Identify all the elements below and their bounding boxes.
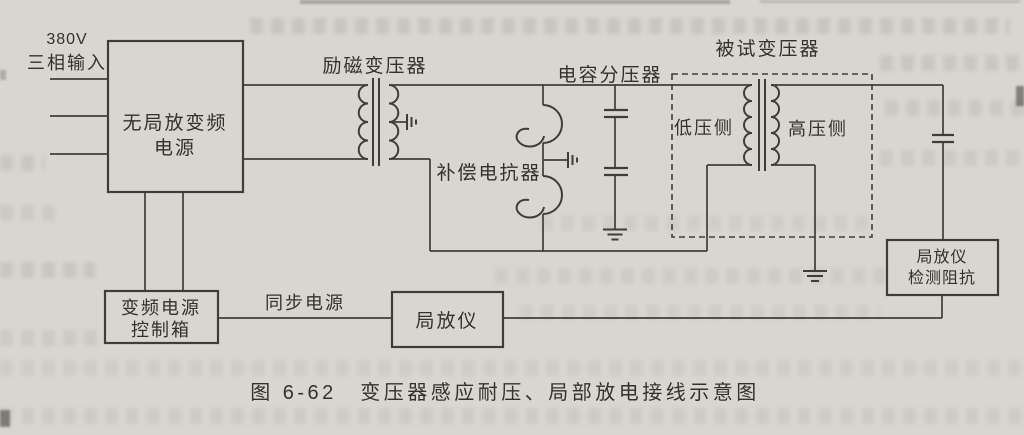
impedance-to-detector-wires [503, 295, 943, 319]
test-transformer-symbol [706, 79, 827, 282]
hv-side-label: 高压侧 [788, 119, 848, 139]
input-voltage-label: 380V [46, 31, 87, 48]
compensation-reactor-symbol [515, 85, 578, 251]
vf-power-box-label-line2: 电源 [154, 137, 196, 159]
test-transformer-label: 被试变压器 [715, 38, 820, 60]
ground-icon [567, 152, 578, 168]
capacitor-divider-label: 电容分压器 [557, 64, 662, 86]
ground-icon [803, 270, 827, 282]
return-bus-wires [389, 158, 707, 252]
lv-side-label: 低压侧 [674, 118, 734, 138]
detection-impedance-label-line1: 局放仪 [916, 248, 967, 266]
detection-impedance-label-line2: 检测阻抗 [908, 269, 976, 287]
hv-winding [770, 84, 780, 166]
lv-winding [743, 84, 753, 166]
vf-power-box [106, 39, 245, 194]
capacitor-divider-symbol [603, 85, 628, 241]
sync-power-label: 同步电源 [265, 293, 345, 313]
coupling-capacitor-branch [771, 84, 954, 240]
ground-icon [406, 114, 417, 130]
test-transformer-boundary [671, 73, 873, 238]
figure-caption: 图 6-62 变压器感应耐压、局部放电接线示意图 [250, 381, 760, 404]
vf-control-box [103, 289, 220, 345]
pd-detector-box-label: 局放仪 [415, 310, 478, 332]
excitation-transformer-label: 励磁变压器 [322, 55, 427, 77]
vf-control-box-label-line2: 控制箱 [131, 320, 191, 340]
input-phase-label: 三相输入 [27, 53, 107, 73]
vf-control-box-label-line1: 变频电源 [121, 298, 201, 318]
primary-winding [357, 84, 369, 160]
control-box-risers [144, 192, 184, 291]
detection-impedance-box [885, 238, 1000, 297]
pd-detector-box [390, 290, 505, 349]
compensation-reactor-label: 补偿电抗器 [436, 162, 541, 184]
secondary-winding [388, 84, 400, 160]
ground-icon [603, 228, 627, 241]
power-to-excitation-wires [243, 84, 368, 160]
three-phase-input-lines [50, 78, 108, 155]
vf-power-box-label-line1: 无局放变频 [122, 112, 227, 134]
excitation-transformer-symbol [357, 78, 417, 166]
